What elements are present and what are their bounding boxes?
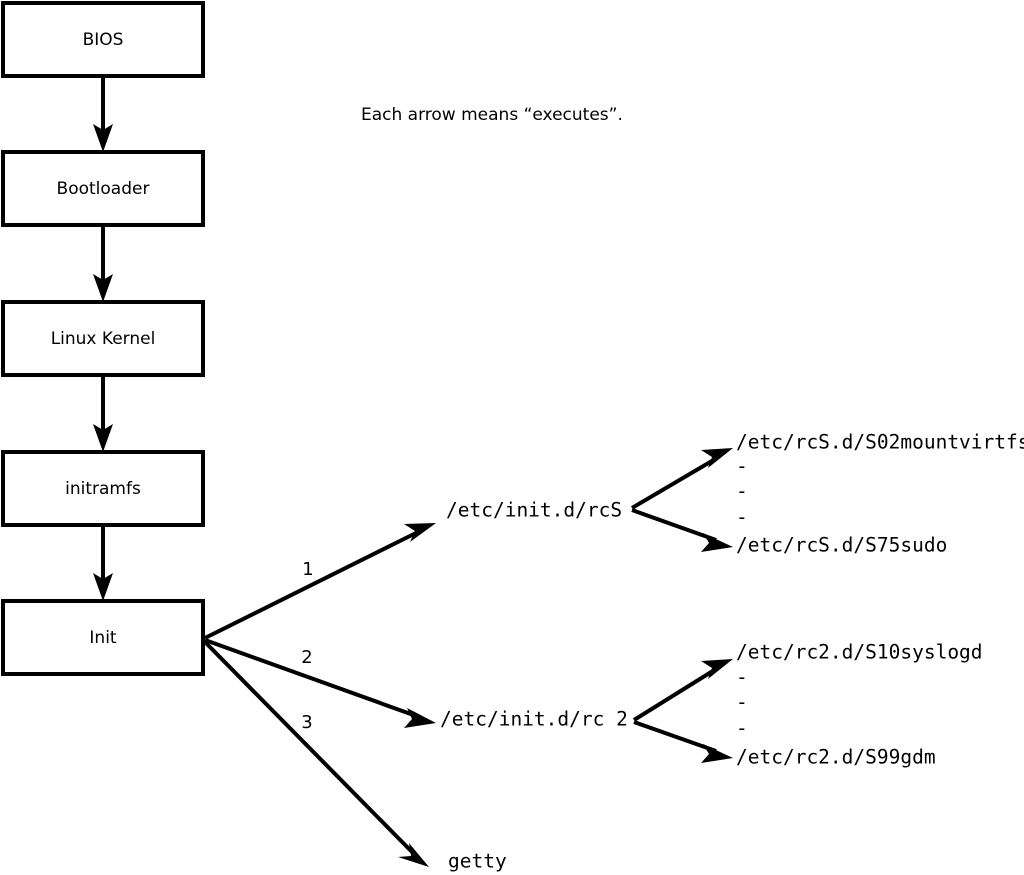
edge-number-2: 2 <box>301 647 312 668</box>
rc2-child-0: /etc/rc2.d/S10syslogd <box>736 641 983 664</box>
node-bios: BIOS <box>1 1 205 78</box>
rc2-child-4: /etc/rc2.d/S99gdm <box>736 746 936 769</box>
arrow-init-to-rcs <box>204 523 436 640</box>
arrow-bootloader-to-kernel <box>93 225 113 302</box>
rc2-child-2: - <box>736 691 748 714</box>
node-bios-rect <box>1 1 205 78</box>
rcs-child-2: - <box>736 480 748 503</box>
node-initramfs-rect <box>1 450 205 527</box>
node-init: Init <box>1 599 205 676</box>
node-linux-kernel-label: Linux Kernel <box>51 329 156 349</box>
arrow-rc2-to-last-script <box>633 720 733 763</box>
branch-getty-label: getty <box>448 850 507 873</box>
rcs-child-4: /etc/rcS.d/S75sudo <box>736 534 947 557</box>
branch-rcs-label: /etc/init.d/rcS <box>446 499 622 522</box>
node-bootloader-label: Bootloader <box>57 179 150 199</box>
arrow-initramfs-to-init <box>93 525 113 601</box>
arrow-init-to-rc2 <box>204 638 436 728</box>
node-init-label: Init <box>89 628 117 648</box>
edge-number-3: 3 <box>301 712 312 733</box>
rcs-child-0: /etc/rcS.d/S02mountvirtfs <box>736 431 1024 454</box>
arrow-rcs-to-first-script <box>630 448 733 510</box>
node-bios-label: BIOS <box>83 30 124 50</box>
rc2-child-1: - <box>736 666 748 689</box>
node-linux-kernel: Linux Kernel <box>1 300 205 377</box>
arrow-init-to-getty <box>203 640 429 867</box>
node-bootloader: Bootloader <box>1 150 205 227</box>
arrow-bios-to-bootloader <box>93 76 113 152</box>
node-initramfs: initramfs <box>1 450 205 527</box>
node-initramfs-label: initramfs <box>65 479 141 499</box>
rcs-child-1: - <box>736 455 748 478</box>
diagram-caption: Each arrow means “executes”. <box>361 105 623 125</box>
rc2-child-3: - <box>736 717 748 740</box>
edge-number-1: 1 <box>302 559 313 580</box>
branch-rc2-label: /etc/init.d/rc 2 <box>440 708 628 731</box>
arrow-rcs-to-last-script <box>631 508 733 552</box>
arrow-rc2-to-first-script <box>632 659 733 722</box>
rcs-child-3: - <box>736 506 748 529</box>
arrow-kernel-to-initramfs <box>93 375 113 452</box>
